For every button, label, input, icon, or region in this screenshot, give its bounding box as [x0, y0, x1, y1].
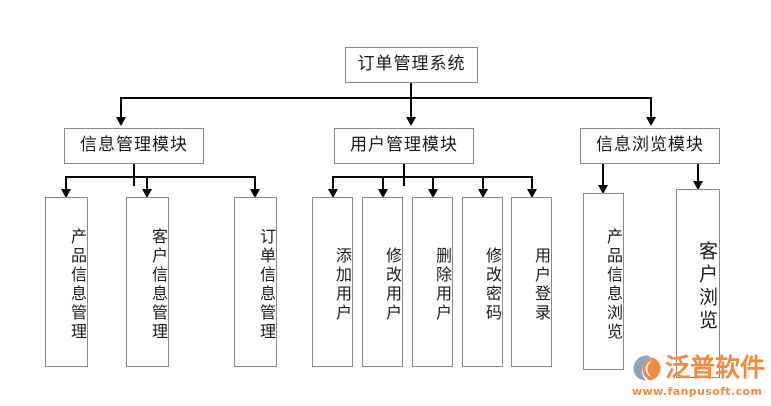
connector-user-management-drop-3 — [432, 176, 434, 192]
node-customer-browse[interactable]: 客户浏览 — [676, 189, 720, 378]
node-product-info-browse-label: 产品信息浏览 — [604, 227, 623, 342]
node-change-password[interactable]: 修改密码 — [462, 197, 503, 367]
connector-info-management-stem — [133, 164, 135, 186]
arrow-to-change-password — [478, 189, 488, 198]
node-customer-info-management-label: 客户信息管理 — [149, 228, 168, 342]
node-customer-browse-label: 客户浏览 — [696, 240, 718, 333]
arrow-to-product-info-browse — [598, 185, 608, 194]
node-modify-user-label: 修改用户 — [383, 247, 402, 323]
arrow-to-product-info-management — [61, 189, 71, 198]
connector-user-management-drop-2 — [382, 176, 384, 192]
node-user-login-label: 用户登录 — [532, 247, 551, 323]
arrow-to-modify-user — [378, 189, 388, 198]
node-add-user-label: 添加用户 — [333, 247, 352, 323]
connector-info-browse-drop-1 — [602, 164, 604, 188]
connector-user-management-drop-4 — [482, 176, 484, 192]
arrow-to-user-login — [527, 189, 537, 198]
connector-user-management-drop-5 — [531, 176, 533, 192]
connector-user-management-stem — [403, 164, 405, 186]
arrow-to-add-user — [328, 189, 338, 198]
node-modify-user[interactable]: 修改用户 — [362, 197, 403, 367]
node-product-info-management[interactable]: 产品信息管理 — [45, 197, 88, 367]
fanpusoft-logo-icon — [633, 355, 661, 381]
node-order-info-management-label: 订单信息管理 — [257, 228, 276, 342]
arrow-to-customer-browse — [693, 181, 703, 190]
connector-root-drop-1 — [120, 97, 122, 119]
node-user-management-label: 用户管理模块 — [350, 135, 458, 156]
node-order-info-management[interactable]: 订单信息管理 — [234, 197, 277, 367]
node-info-management[interactable]: 信息管理模块 — [64, 128, 204, 164]
node-root-label: 订单管理系统 — [357, 54, 466, 75]
arrow-root-to-user-management — [406, 117, 416, 126]
connector-info-browse-drop-2 — [697, 164, 699, 184]
node-product-info-browse[interactable]: 产品信息浏览 — [583, 193, 624, 370]
node-delete-user-label: 删除用户 — [433, 247, 452, 323]
node-product-info-management-label: 产品信息管理 — [68, 228, 87, 342]
watermark-url: www.fanpusoft.com — [632, 385, 763, 398]
connector-info-management-drop-2 — [146, 176, 148, 192]
node-info-browse[interactable]: 信息浏览模块 — [580, 128, 720, 164]
connector-info-management-drop-1 — [65, 176, 67, 192]
connector-user-management-drop-1 — [332, 176, 334, 192]
node-info-browse-label: 信息浏览模块 — [596, 135, 704, 156]
node-root[interactable]: 订单管理系统 — [345, 47, 478, 83]
connector-root-drop-2 — [410, 97, 412, 119]
connector-root-bus — [121, 97, 651, 99]
arrow-to-delete-user — [428, 189, 438, 198]
node-user-login[interactable]: 用户登录 — [511, 197, 552, 367]
node-customer-info-management[interactable]: 客户信息管理 — [126, 197, 169, 367]
arrow-to-customer-info-management — [142, 189, 152, 198]
connector-info-management-drop-3 — [254, 176, 256, 192]
node-info-management-label: 信息管理模块 — [80, 135, 188, 156]
node-change-password-label: 修改密码 — [483, 247, 502, 323]
arrow-to-order-info-management — [250, 189, 260, 198]
connector-info-management-bus — [66, 176, 256, 178]
node-user-management[interactable]: 用户管理模块 — [334, 128, 474, 164]
connector-root-drop-3 — [650, 97, 652, 119]
node-add-user[interactable]: 添加用户 — [312, 197, 353, 367]
arrow-root-to-info-management — [116, 117, 126, 126]
node-delete-user[interactable]: 删除用户 — [412, 197, 453, 367]
arrow-root-to-info-browse — [646, 117, 656, 126]
